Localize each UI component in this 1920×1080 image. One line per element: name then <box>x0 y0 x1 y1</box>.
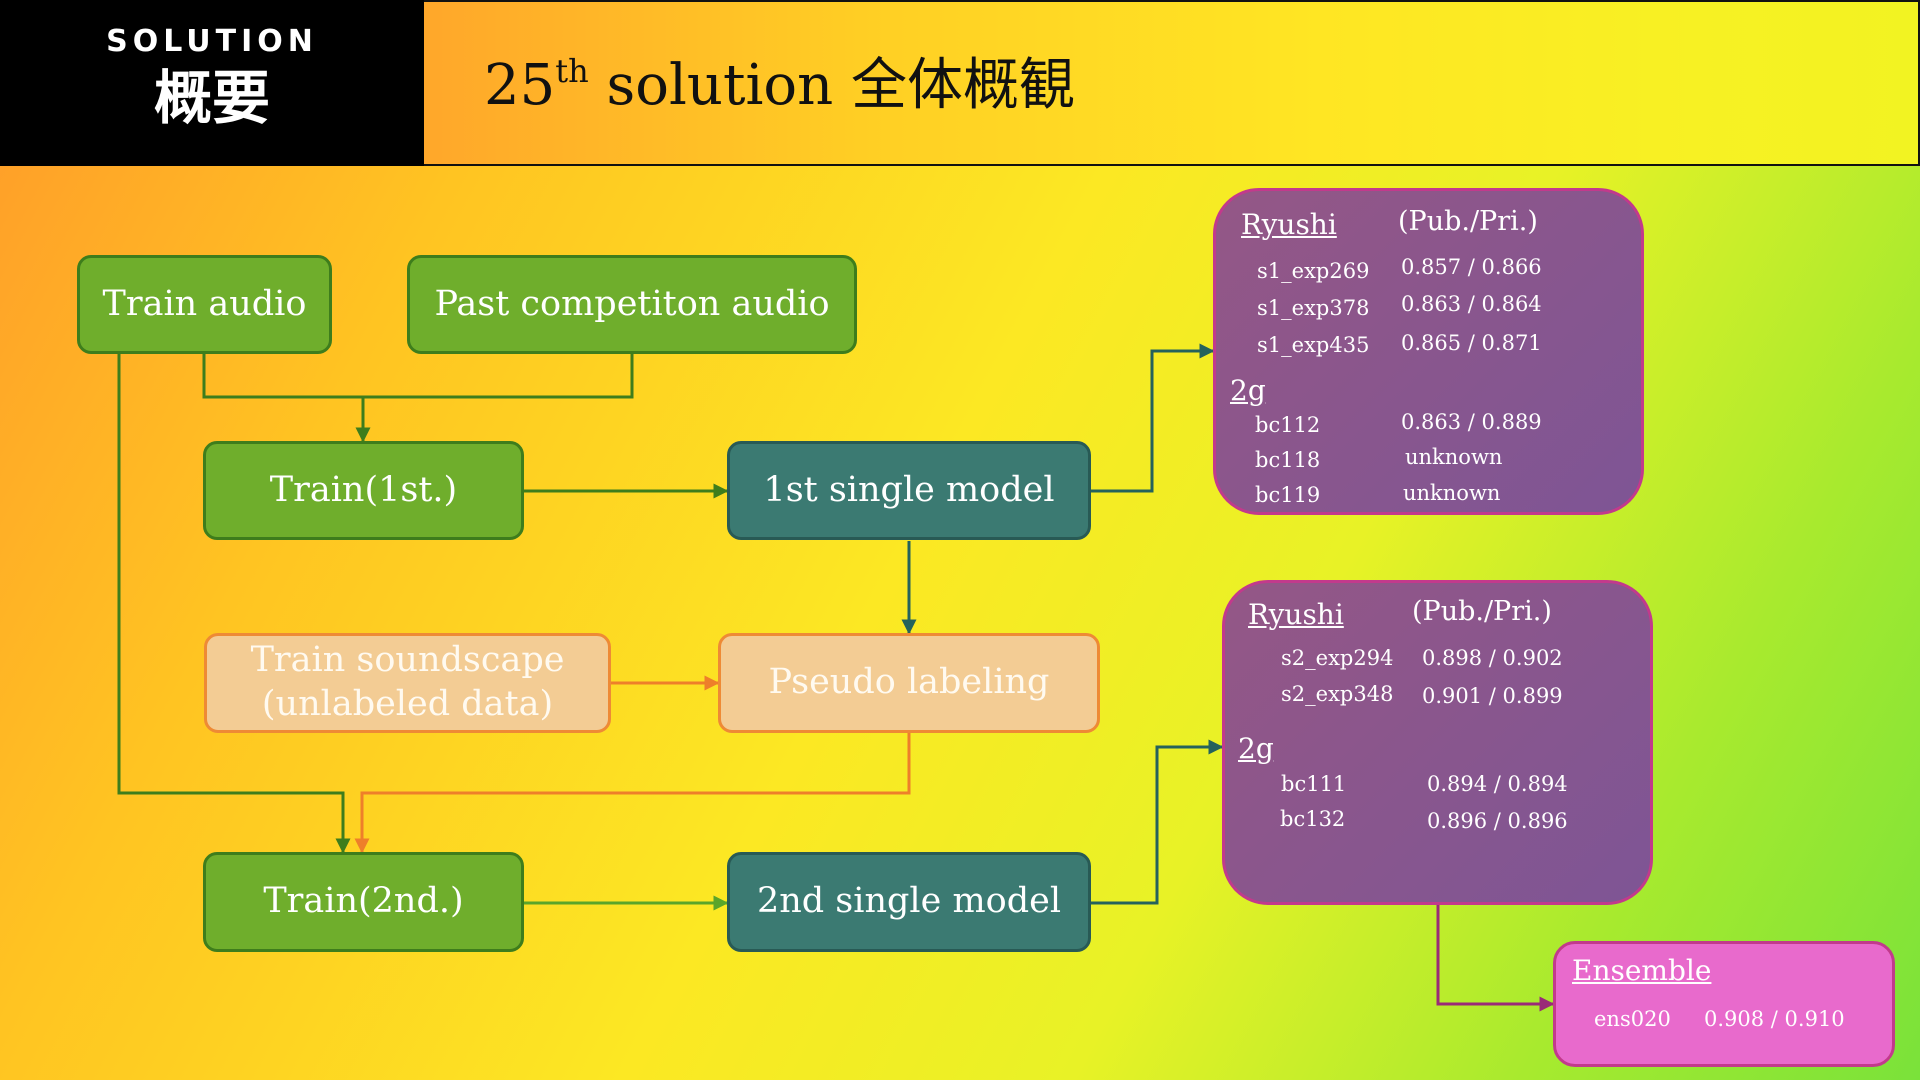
ensemble-row-name: ens020 <box>1594 1007 1671 1031</box>
results-panel-1st: Ryushi (Pub./Pri.) s1_exp269 0.857 / 0.8… <box>1213 188 1644 515</box>
node-train-2nd-label: Train(2nd.) <box>263 881 464 922</box>
connector-pseudo-to-train2 <box>354 733 911 854</box>
results2-row-score: 0.894 / 0.894 <box>1427 772 1568 796</box>
results1-column-header: (Pub./Pri.) <box>1398 206 1538 237</box>
ensemble-header: Ensemble <box>1572 954 1712 987</box>
results2-column-header: (Pub./Pri.) <box>1412 596 1552 627</box>
results1-row-name: bc118 <box>1255 448 1321 472</box>
ensemble-row-score: 0.908 / 0.910 <box>1704 1007 1845 1031</box>
title-ordinal-suffix: th <box>555 52 589 90</box>
node-soundscape-label-line1: Train soundscape <box>250 640 565 681</box>
node-past-audio-label: Past competiton audio <box>434 283 830 324</box>
title-number: 25 <box>484 53 556 118</box>
node-soundscape-label-line2: (unlabeled data) <box>261 684 554 724</box>
connector-model2-to-results2 <box>1091 739 1224 905</box>
page-title: 25th solution 全体概観 <box>484 40 1075 121</box>
results2-row-name: s2_exp294 <box>1281 646 1394 670</box>
results2-group1-header: Ryushi <box>1248 598 1344 631</box>
results1-row-name: bc112 <box>1255 413 1321 437</box>
connector-audio-merge <box>202 354 634 441</box>
node-1st-model-label: 1st single model <box>763 469 1055 510</box>
node-past-competition-audio: Past competiton audio <box>407 255 857 354</box>
connector-model1-to-results1 <box>1091 343 1215 493</box>
results1-row-score: 0.865 / 0.871 <box>1401 331 1542 355</box>
node-train-audio: Train audio <box>77 255 332 354</box>
connector-results2-to-ensemble <box>1436 903 1555 1012</box>
node-pseudo-label: Pseudo labeling <box>768 662 1050 703</box>
section-sublabel: 概要 <box>153 64 270 132</box>
node-2nd-model-label: 2nd single model <box>756 881 1062 922</box>
node-train-1st-label: Train(1st.) <box>269 469 458 510</box>
results1-row-score: 0.863 / 0.864 <box>1401 292 1542 316</box>
node-train-audio-label: Train audio <box>102 283 307 324</box>
node-2nd-single-model: 2nd single model <box>727 852 1091 952</box>
results1-row-score: unknown <box>1405 445 1503 469</box>
results2-row-name: bc111 <box>1281 772 1347 796</box>
node-pseudo-labeling: Pseudo labeling <box>718 633 1100 733</box>
results2-row-name: bc132 <box>1280 807 1346 831</box>
results1-row-score: 0.863 / 0.889 <box>1401 410 1542 434</box>
results-panel-2nd: Ryushi (Pub./Pri.) s2_exp294 0.898 / 0.9… <box>1222 580 1653 905</box>
node-train-soundscape: Train soundscape (unlabeled data) <box>204 633 611 733</box>
connector-audio-to-train2 <box>117 354 351 854</box>
section-label-block: SOLUTION 概要 <box>0 0 424 166</box>
results2-group2-header: 2g <box>1238 732 1274 765</box>
results2-row-score: 0.898 / 0.902 <box>1422 646 1563 670</box>
results1-row-name: bc119 <box>1255 483 1321 507</box>
results1-row-name: s1_exp269 <box>1257 259 1370 283</box>
results1-group1-header: Ryushi <box>1241 208 1337 241</box>
results1-row-score: unknown <box>1403 481 1501 505</box>
node-train-2nd: Train(2nd.) <box>203 852 524 952</box>
results2-row-name: s2_exp348 <box>1281 682 1394 706</box>
results2-row-score: 0.896 / 0.896 <box>1427 809 1568 833</box>
results1-row-name: s1_exp378 <box>1257 296 1370 320</box>
node-1st-single-model: 1st single model <box>727 441 1091 540</box>
results2-row-score: 0.901 / 0.899 <box>1422 684 1563 708</box>
node-train-1st: Train(1st.) <box>203 441 524 540</box>
ensemble-panel: Ensemble ens020 0.908 / 0.910 <box>1553 941 1895 1067</box>
title-bar: 25th solution 全体概観 <box>424 0 1920 166</box>
section-label: SOLUTION <box>106 24 318 59</box>
results1-group2-header: 2g <box>1230 374 1266 407</box>
results1-row-name: s1_exp435 <box>1257 333 1370 357</box>
results1-row-score: 0.857 / 0.866 <box>1401 255 1542 279</box>
title-text: solution 全体概観 <box>588 53 1075 118</box>
